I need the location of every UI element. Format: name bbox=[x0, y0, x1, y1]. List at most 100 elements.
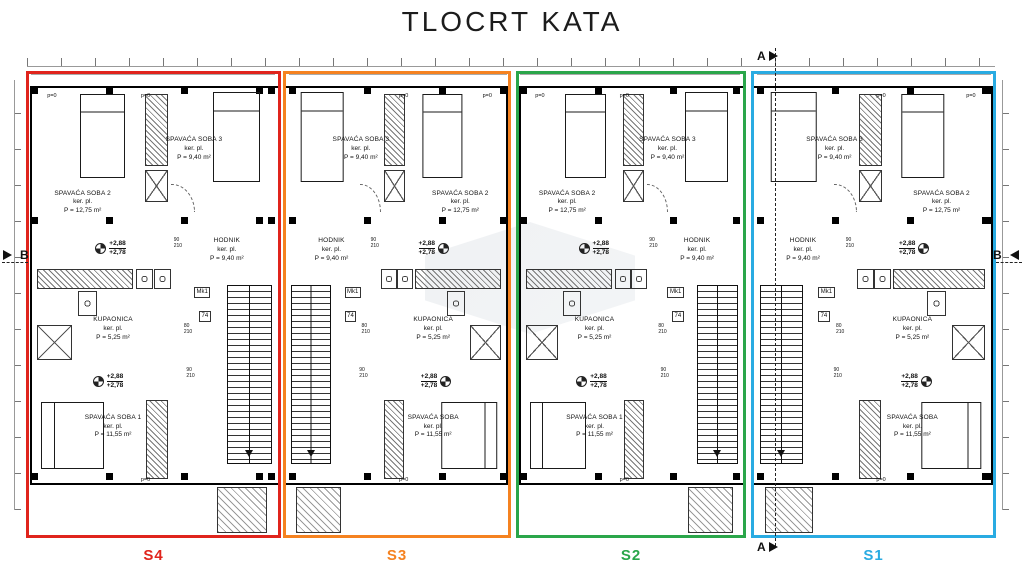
level-marker: +2,88 +2,78 bbox=[578, 235, 625, 263]
dimension-ticks bbox=[30, 73, 275, 75]
parapet-label: p=0 bbox=[47, 93, 57, 100]
section-line-b-left bbox=[2, 262, 28, 263]
level-upper: +2,88 bbox=[418, 240, 435, 250]
staircase bbox=[291, 284, 332, 464]
section-marker-a-top: A bbox=[757, 49, 783, 63]
wall-piers-top bbox=[288, 86, 507, 94]
room-name: SPAVAĆA SOBA 3 bbox=[806, 136, 863, 144]
room-finish: ker. pl. bbox=[931, 198, 952, 206]
apartment-unit: SPAVAĆA SOBA 3 ker. pl. P = 9,40 m² SPAV… bbox=[26, 71, 281, 564]
stair-number-label: 74 bbox=[199, 311, 211, 323]
room-finish: ker. pl. bbox=[184, 144, 204, 152]
room-label-kupaonica: KUPAONICA ker. pl. P = 5,25 m² bbox=[402, 316, 465, 342]
room-finish: ker. pl. bbox=[450, 198, 470, 206]
room-name: SPAVAĆA SOBA bbox=[407, 413, 459, 421]
room-name: SPAVAĆA SOBA 3 bbox=[639, 136, 696, 144]
door-width: 90 bbox=[359, 367, 365, 374]
room-area: P = 9,40 m² bbox=[786, 254, 820, 262]
room-area: P = 9,40 m² bbox=[314, 254, 349, 262]
toilet bbox=[562, 290, 581, 316]
stair-mark-label: Mk1 bbox=[193, 287, 211, 299]
parapet-label: p=0 bbox=[619, 476, 629, 483]
room-finish: ker. pl. bbox=[423, 324, 443, 332]
room-name: KUPAONICA bbox=[574, 316, 615, 324]
room-finish: ker. pl. bbox=[103, 324, 123, 332]
bed bbox=[564, 94, 606, 178]
level-marker: +2,88 +2,78 bbox=[404, 235, 449, 263]
level-marker: +2,88 +2,78 bbox=[95, 235, 146, 263]
room-name: SPAVAĆA SOBA 2 bbox=[54, 189, 111, 197]
room-name: HODNIK bbox=[683, 237, 711, 245]
door-height: 210 bbox=[660, 373, 669, 380]
room-label-spavaca-soba-3: SPAVAĆA SOBA 3 ker. pl. P = 9,40 m² bbox=[329, 136, 392, 162]
room-finish: ker. pl. bbox=[321, 245, 342, 253]
door-width: 80 bbox=[658, 323, 664, 330]
room-area: P = 11,55 m² bbox=[576, 431, 613, 439]
room-label-spavaca-soba-1: SPAVAĆA SOBA 1 ker. pl. P = 11,55 m² bbox=[563, 414, 627, 440]
door-dimension: 90 210 bbox=[359, 367, 367, 379]
section-triangle-icon bbox=[768, 51, 783, 61]
stair-mark-label: Mk1 bbox=[344, 287, 361, 299]
level-symbol-icon bbox=[920, 375, 932, 387]
level-lower: +2,78 bbox=[109, 249, 126, 257]
level-upper: +2,88 bbox=[901, 373, 918, 382]
door-height: 210 bbox=[361, 329, 370, 336]
wardrobe bbox=[144, 94, 169, 167]
parapet-label: p=0 bbox=[398, 93, 409, 100]
level-upper: +2,88 bbox=[590, 373, 607, 382]
parapet-label: p=0 bbox=[140, 93, 151, 100]
door-height: 210 bbox=[845, 243, 855, 250]
shower bbox=[37, 325, 72, 360]
stair-direction-arrow bbox=[713, 449, 722, 461]
stair-number-label: 74 bbox=[344, 311, 357, 323]
cabinet bbox=[383, 169, 405, 202]
door-width: 90 bbox=[370, 237, 377, 244]
room-name: SPAVAĆA SOBA 2 bbox=[538, 189, 596, 197]
exterior-landing bbox=[295, 486, 341, 533]
door-width: 90 bbox=[660, 367, 667, 374]
bed bbox=[80, 94, 126, 178]
level-lower: +2,78 bbox=[898, 249, 916, 257]
wardrobe bbox=[624, 399, 645, 479]
bed bbox=[212, 91, 261, 183]
section-marker-b-right: B bbox=[993, 248, 1019, 262]
door-dimension: 90 210 bbox=[186, 367, 194, 379]
room-name: SPAVAĆA SOBA 1 bbox=[84, 413, 142, 421]
room-area: P = 5,25 m² bbox=[96, 333, 130, 341]
room-label-hodnik: HODNIK ker. pl. P = 9,40 m² bbox=[667, 237, 726, 263]
door-width: 80 bbox=[361, 323, 368, 330]
wardrobe bbox=[383, 94, 405, 167]
wall-piers-top bbox=[756, 86, 992, 94]
dimension-ticks bbox=[756, 73, 992, 75]
room-finish: ker. pl. bbox=[793, 245, 813, 253]
room-label-hodnik: HODNIK ker. pl. P = 9,40 m² bbox=[302, 237, 361, 263]
wall-piers-top bbox=[520, 86, 741, 94]
door-height: 210 bbox=[658, 329, 667, 336]
unit-label: S1 bbox=[863, 547, 884, 564]
dimension-chain-left bbox=[14, 80, 21, 510]
door-height: 210 bbox=[359, 373, 368, 380]
door-dimension: 90 210 bbox=[371, 237, 379, 249]
section-letter-b: B bbox=[993, 248, 1002, 262]
stair-direction-arrow bbox=[245, 449, 254, 461]
room-area: P = 9,40 m² bbox=[177, 153, 211, 161]
room-finish: ker. pl. bbox=[584, 324, 605, 332]
room-name: HODNIK bbox=[318, 237, 345, 245]
room-finish: ker. pl. bbox=[825, 144, 845, 152]
section-letter-b: B bbox=[20, 248, 29, 262]
door-dimension: 80 210 bbox=[658, 323, 666, 335]
level-upper: +2,88 bbox=[592, 240, 609, 250]
room-area: P = 9,40 m² bbox=[680, 254, 714, 262]
door-dimension: 90 210 bbox=[661, 367, 669, 379]
room-label-spavaca-soba-3: SPAVAĆA SOBA 3 ker. pl. P = 9,40 m² bbox=[636, 136, 700, 162]
door-width: 90 bbox=[173, 237, 180, 244]
parapet-label: p=0 bbox=[398, 476, 409, 483]
toilet bbox=[927, 290, 947, 316]
bed bbox=[529, 402, 587, 470]
level-symbol-icon bbox=[918, 243, 930, 255]
door-dimension: 90 210 bbox=[649, 237, 657, 249]
level-upper: +2,88 bbox=[109, 240, 126, 250]
room-label-spavaca-soba-2: SPAVAĆA SOBA 2 ker. pl. P = 12,75 m² bbox=[905, 190, 978, 216]
room-area: P = 5,25 m² bbox=[416, 333, 451, 341]
room-name: HODNIK bbox=[213, 237, 241, 245]
